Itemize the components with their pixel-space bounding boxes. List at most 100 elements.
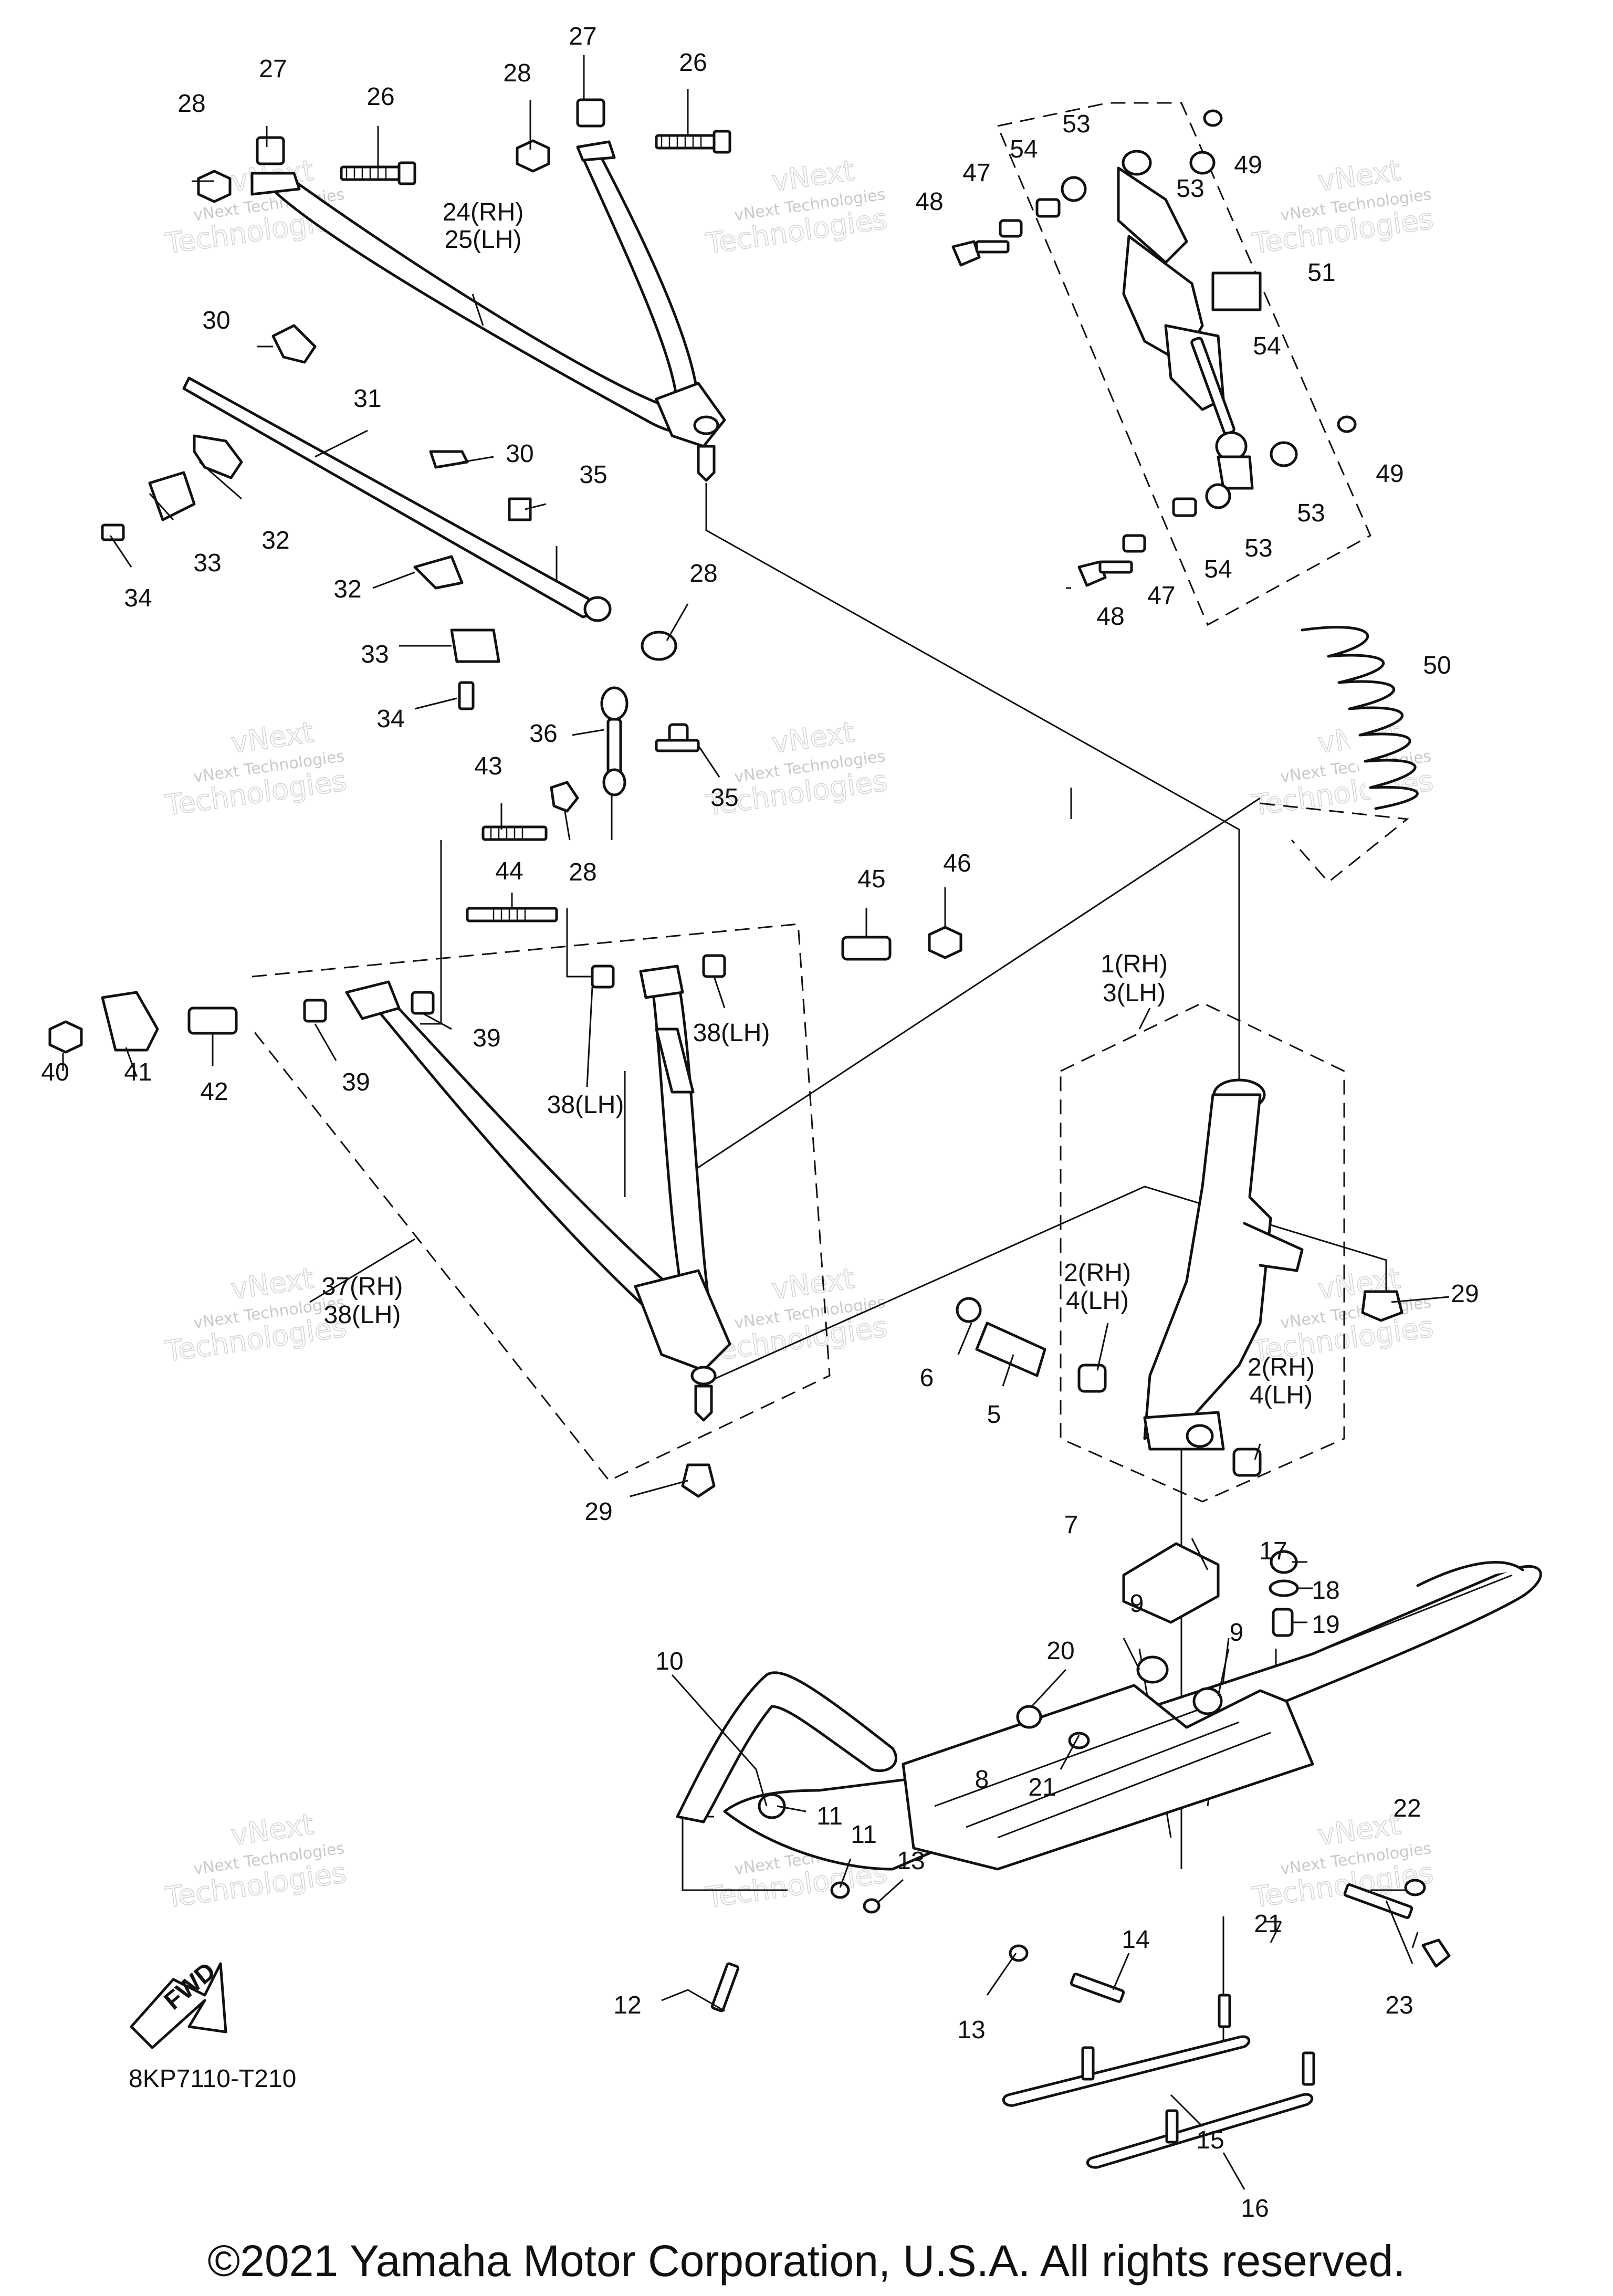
callout-49a: 48 — [915, 188, 943, 216]
callout-labels: 27 26 28 27 26 28 24(RH) 25(LH) 30 31 30… — [41, 23, 1479, 2222]
callout-11a: 11 — [816, 1802, 843, 1830]
callout-34a: 34 — [124, 584, 152, 612]
callout-35a: 35 — [579, 461, 607, 489]
callout-10: 10 — [655, 1648, 683, 1675]
callout-35b: 35 — [710, 784, 738, 812]
callout-6: 6 — [920, 1364, 934, 1392]
callout-46: 45 — [857, 865, 885, 893]
callout-51: 50 — [1423, 652, 1451, 679]
callout-52: 51 — [1307, 259, 1335, 287]
callout-9a: 9 — [1130, 1590, 1144, 1618]
callout-44: 43 — [474, 752, 502, 780]
callout-50a: 49 — [1234, 151, 1262, 179]
callout-3lh: 3(LH) — [1103, 979, 1166, 1007]
callout-4lh-a: 4(LH) — [1066, 1287, 1129, 1315]
upper-arm-hardware — [197, 98, 731, 203]
callout-15: 15 — [1196, 2126, 1224, 2154]
callout-29a: 29 — [584, 1498, 612, 1526]
copyright-notice: ©2021 Yamaha Motor Corporation, U.S.A. A… — [207, 2236, 1406, 2285]
callout-17: 17 — [1259, 1537, 1287, 1565]
callout-28a: 28 — [177, 90, 205, 118]
ski-hardware — [710, 1542, 1451, 2012]
callout-26b: 26 — [679, 49, 707, 77]
callout-9b: 9 — [1230, 1619, 1244, 1647]
callout-30a: 30 — [202, 307, 230, 334]
callout-30b: 30 — [506, 440, 533, 468]
ski — [723, 1561, 1542, 1871]
spindle — [1143, 1078, 1304, 1451]
callout-28d: 28 — [569, 858, 596, 886]
callout-54a: 54 — [1010, 135, 1038, 163]
callout-20: 20 — [1046, 1637, 1074, 1665]
callout-16: 16 — [1241, 2195, 1269, 2222]
callout-42: 41 — [124, 1058, 152, 1086]
diagram-code: 8KP7110-T210 — [129, 2065, 296, 2093]
callout-55a: 53 — [1297, 499, 1325, 527]
callout-23: 23 — [1385, 1991, 1413, 2019]
callout-11b: 11 — [851, 1821, 877, 1849]
callout-13b: 13 — [957, 2016, 985, 2044]
callout-33a: 33 — [193, 549, 221, 577]
fwd-arrow: FWD — [130, 1957, 227, 2049]
callout-26a: 26 — [366, 83, 394, 111]
callout-8: 8 — [975, 1766, 989, 1794]
callout-13a: 13 — [897, 1847, 925, 1875]
callout-40a: 39 — [473, 1024, 500, 1052]
upper-a-arm — [250, 140, 726, 482]
shock-assembly-group-box — [996, 102, 1371, 626]
callout-1rh: 1(RH) — [1101, 950, 1168, 978]
callout-55b: 53 — [1244, 534, 1272, 562]
callout-39a: 38(LH) — [693, 1019, 770, 1047]
callout-40b: 39 — [342, 1068, 370, 1096]
callout-47: 46 — [943, 850, 971, 877]
shock-absorber — [951, 109, 1357, 587]
callout-32b: 32 — [333, 575, 361, 603]
callout-5: 5 — [987, 1401, 1001, 1429]
spindle-group-box — [1060, 1002, 1345, 1503]
callout-34b: 34 — [376, 705, 404, 733]
spindle-hardware — [956, 1290, 1403, 1477]
callout-43: 42 — [200, 1078, 228, 1106]
callout-36: 36 — [529, 720, 557, 748]
ski-loop — [676, 1671, 897, 1823]
lower-a-arm — [345, 964, 731, 1422]
callout-27a: 27 — [259, 55, 287, 83]
callout-2rh-a: 2(RH) — [1064, 1259, 1131, 1287]
callout-12: 12 — [613, 1991, 641, 2019]
callout-50b: 49 — [1376, 460, 1403, 488]
callout-33b: 33 — [361, 641, 389, 668]
callout-48a: 47 — [962, 159, 990, 187]
callout-29b: 29 — [1451, 1280, 1479, 1308]
callout-4lh-b: 4(LH) — [1250, 1381, 1313, 1409]
callout-21a: 21 — [1028, 1774, 1056, 1801]
lower-arm-hardware — [48, 825, 962, 1498]
callout-41: 40 — [41, 1058, 69, 1086]
lower-arm-group-box — [251, 923, 831, 1482]
callout-14: 14 — [1122, 1926, 1149, 1954]
shock-spring — [1301, 626, 1419, 810]
callout-32a: 32 — [261, 527, 289, 554]
callout-18: 18 — [1312, 1577, 1339, 1605]
wear-bars — [1002, 1994, 1315, 2169]
callout-31: 31 — [353, 385, 381, 413]
callout-22: 22 — [1393, 1795, 1421, 1822]
callout-53a: 53 — [1062, 110, 1090, 138]
callout-21b: 21 — [1254, 1910, 1282, 1938]
callout-39b: 38(LH) — [547, 1091, 624, 1119]
callout-45: 44 — [495, 857, 523, 885]
callout-7: 7 — [1064, 1511, 1078, 1539]
callout-54b: 54 — [1204, 555, 1232, 583]
callout-48b: 47 — [1147, 582, 1175, 610]
stabilizer-link — [550, 686, 700, 813]
callout-27b: 27 — [569, 23, 596, 50]
callout-24rh: 24(RH) — [443, 198, 524, 226]
spring-group-box — [1260, 802, 1409, 884]
